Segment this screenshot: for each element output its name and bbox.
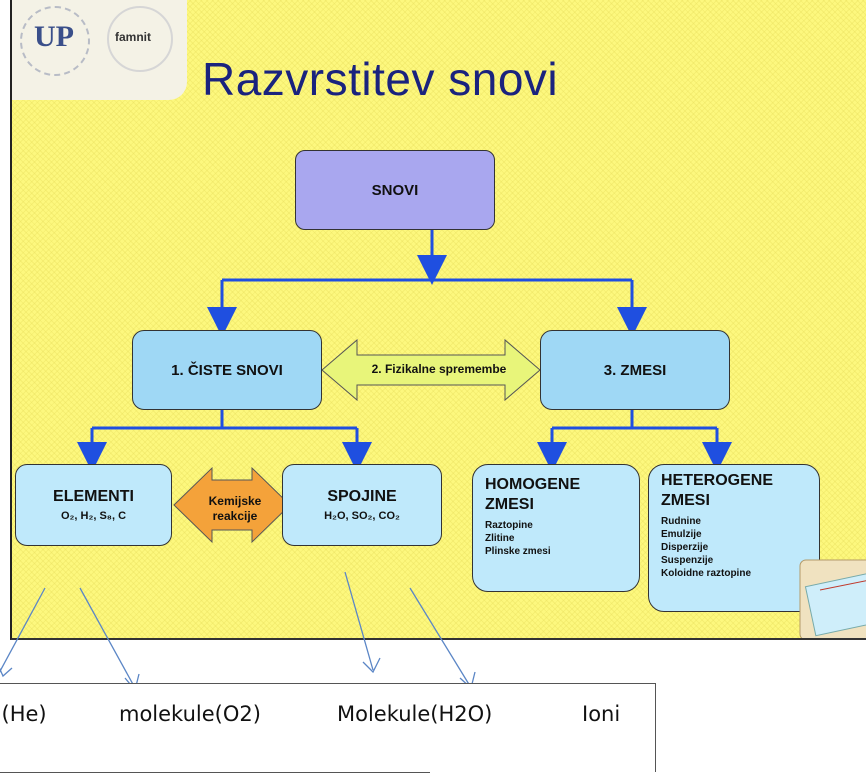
pointer-head-1 xyxy=(0,667,13,678)
pointer-line-4 xyxy=(409,587,471,687)
caption-molecules-o2: molekule(O2) xyxy=(119,702,261,726)
chemical-reactions-line2: reakcije xyxy=(212,509,258,523)
chemical-reactions-label: Kemijske reakcije xyxy=(190,494,280,524)
homogeneous-title-line2: ZMESI xyxy=(485,496,534,513)
up-logo-mark: UP xyxy=(34,20,74,53)
elements-label: ELEMENTI xyxy=(53,488,134,505)
list-item: Koloidne raztopine xyxy=(661,568,751,579)
list-item: Emulzije xyxy=(661,529,702,540)
pure-substances-label: 1. ČISTE SNOVI xyxy=(171,361,283,379)
list-item: Suspenzije xyxy=(661,555,714,566)
homogeneous-title-line1: HOMOGENE xyxy=(485,476,581,493)
list-item: Rudnine xyxy=(661,516,701,527)
diagram-connectors xyxy=(77,230,732,544)
pointer-line-3 xyxy=(344,571,374,671)
pointer-line-1 xyxy=(0,587,46,673)
compounds-box: SPOJINE H₂O, SO₂, CO₂ xyxy=(282,464,442,546)
caption-molecules-h2o: Molekule(H2O) xyxy=(337,702,493,726)
caption-atoms: i (He) xyxy=(0,702,47,726)
homogeneous-items: Raztopine Zlitine Plinske zmesi xyxy=(485,519,551,558)
elements-box: ELEMENTI O₂, H₂, S₈, C xyxy=(15,464,172,546)
heterogeneous-mixtures-box: HETEROGENE ZMESI Rudnine Emulzije Disper… xyxy=(648,464,820,612)
pure-substances-box: 1. ČISTE SNOVI xyxy=(132,330,322,410)
slide: UP famnit Razvrstitev snovi SNOVI xyxy=(10,0,866,640)
compounds-label: SPOJINE xyxy=(327,488,397,505)
homogeneous-mixtures-box: HOMOGENE ZMESI Raztopine Zlitine Plinske… xyxy=(472,464,640,592)
slide-title: Razvrstitev snovi xyxy=(202,53,559,105)
notebook-clipart-icon xyxy=(799,559,866,638)
snovi-label: SNOVI xyxy=(371,181,419,199)
famnit-seal-icon xyxy=(107,6,173,72)
physical-changes-label: 2. Fizikalne spremembe xyxy=(371,362,507,376)
list-item: Disperzije xyxy=(661,542,709,553)
caption-box: i (He) molekule(O2) Molekule(H2O) Ioni xyxy=(0,683,656,773)
pointer-line-2 xyxy=(79,587,136,689)
heterogeneous-title-line2: ZMESI xyxy=(661,492,710,509)
university-logo: UP famnit xyxy=(12,0,187,100)
compounds-examples: H₂O, SO₂, CO₂ xyxy=(324,510,400,522)
pointer-head-3 xyxy=(362,657,381,674)
caption-ions: Ioni xyxy=(582,702,621,726)
list-item: Zlitine xyxy=(485,533,515,544)
heterogeneous-title-line1: HETEROGENE xyxy=(661,472,774,489)
list-item: Raztopine xyxy=(485,520,533,531)
snovi-box: SNOVI xyxy=(295,150,495,230)
mixtures-label: 3. ZMESI xyxy=(603,361,667,379)
heterogeneous-items: Rudnine Emulzije Disperzije Suspenzije K… xyxy=(661,515,751,580)
elements-examples: O₂, H₂, S₈, C xyxy=(60,510,127,522)
chemical-reactions-line1: Kemijske xyxy=(208,494,262,508)
mixtures-box: 3. ZMESI xyxy=(540,330,730,410)
list-item: Plinske zmesi xyxy=(485,546,551,557)
famnit-logo-text: famnit xyxy=(115,30,151,44)
up-seal-icon xyxy=(20,6,90,76)
